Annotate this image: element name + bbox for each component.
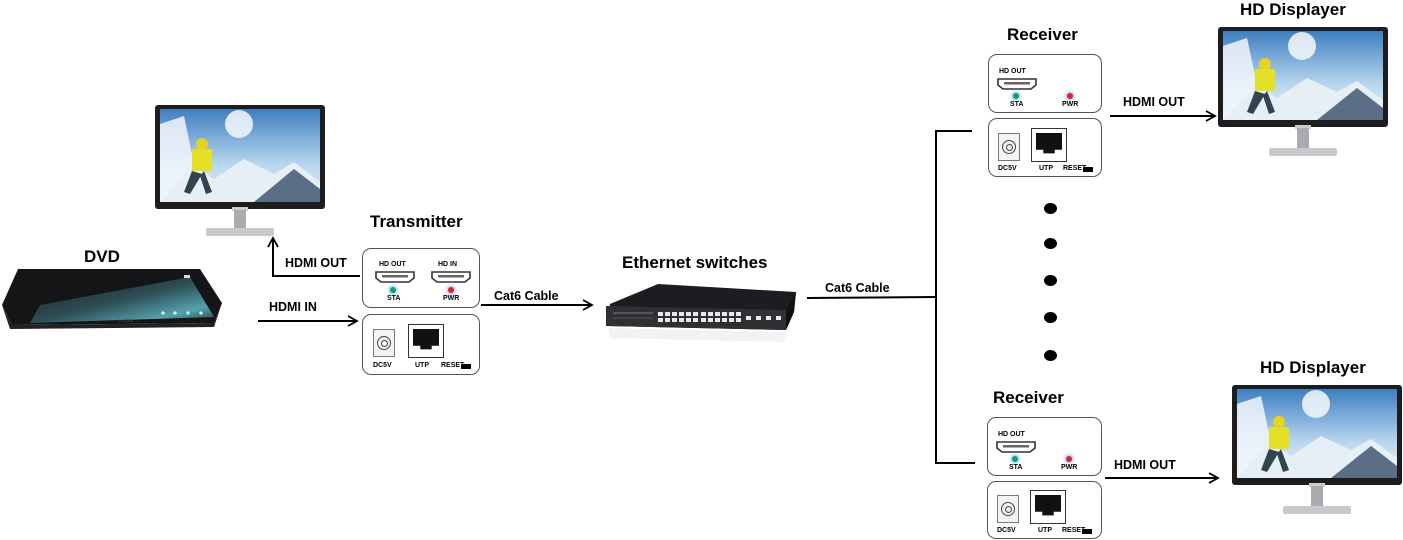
dc-label: DC5V [373,362,392,369]
hdmi-out-local-line [267,236,360,277]
monitor-icon [1218,27,1388,156]
dc-label: DC5V [998,165,1017,172]
hdmi-in-label: HDMI IN [269,300,317,314]
dc-jack-icon [373,329,395,357]
sta-led [1012,456,1018,462]
pwr-label: PWR [1062,101,1079,108]
utp-port-icon [1030,490,1066,524]
dvd-display: 10529 [118,318,133,324]
pwr-label: PWR [443,295,460,302]
reset-button [461,364,471,369]
reset-button [1083,167,1093,172]
pwr-led [1067,93,1073,99]
receiver-2-title: Receiver [993,388,1064,407]
receiver-1-rear-panel: DC5V UTP RESET [988,118,1102,177]
sta-label: STA [1009,464,1023,471]
sta-label: STA [387,295,401,302]
hdmi-out-port-icon [375,271,415,283]
receiver-1-front-panel: HD OUT STA PWR [988,54,1102,113]
displayer-2-title: HD Displayer [1260,358,1366,377]
hdmi-out-local-label: HDMI OUT [285,256,347,270]
distribution-bracket [935,130,975,464]
reset-label: RESET [441,362,465,369]
reset-label: RESET [1063,165,1087,172]
hdmi-out-port-icon [997,78,1037,90]
ethernet-switch-icon [606,284,796,342]
hdmi-in-port-icon [431,271,471,283]
reset-label: RESET [1062,527,1086,534]
displayer-1-title: HD Displayer [1240,0,1346,19]
hd-out-label: HD OUT [998,431,1025,438]
monitor-icon [1232,385,1402,514]
reset-button [1082,529,1092,534]
switch-title: Ethernet switches [622,253,768,272]
utp-label: UTP [1038,527,1052,534]
transmitter-front-panel: HD OUT STA HD IN PWR [362,248,480,308]
ellipsis-dot [1044,312,1057,323]
hd-displayer-1 [1217,26,1388,158]
ellipsis-dot [1044,350,1057,361]
receiver-2-front-panel: HD OUT STA PWR [987,417,1102,476]
ellipsis-dot [1044,238,1057,249]
receiver-2-rear-panel: DC5V UTP RESET [987,481,1102,539]
utp-label: UTP [1039,165,1053,172]
ethernet-switch [598,282,798,344]
dc-jack-icon [997,495,1019,523]
utp-port-icon [1031,128,1067,162]
utp-label: UTP [415,362,429,369]
dvd-player-icon: 10529 [2,269,222,329]
hd-displayer-2 [1231,384,1402,516]
dvd-player: 10529 [0,265,225,331]
hdmi-out-port-icon [996,441,1036,453]
pwr-label: PWR [1061,464,1078,471]
hd-out-label: HD OUT [999,68,1026,75]
utp-port-icon [408,324,444,358]
transmitter-title: Transmitter [370,212,463,231]
sta-label: STA [1010,101,1024,108]
hdmi-out-rx1-label: HDMI OUT [1123,95,1185,109]
dvd-title: DVD [84,247,120,266]
hd-in-label: HD IN [438,261,458,268]
sta-led [390,287,396,293]
sta-led [1013,93,1019,99]
dc-label: DC5V [997,527,1016,534]
ellipsis-dot [1044,203,1057,214]
transmitter-rear-panel: DC5V UTP RESET [362,314,480,375]
receiver-1-title: Receiver [1007,25,1078,44]
hd-out-label: HD OUT [379,261,406,268]
pwr-led [448,287,454,293]
hdmi-out-rx2-label: HDMI OUT [1114,458,1176,472]
ellipsis-dot [1044,275,1057,286]
cat6-tx-label: Cat6 Cable [494,289,559,303]
cat6-switch-line [806,296,937,299]
dc-jack-icon [998,133,1020,161]
cat6-switch-label: Cat6 Cable [825,281,890,295]
monitor-icon [155,105,325,236]
pwr-led [1066,456,1072,462]
local-monitor [154,104,325,236]
